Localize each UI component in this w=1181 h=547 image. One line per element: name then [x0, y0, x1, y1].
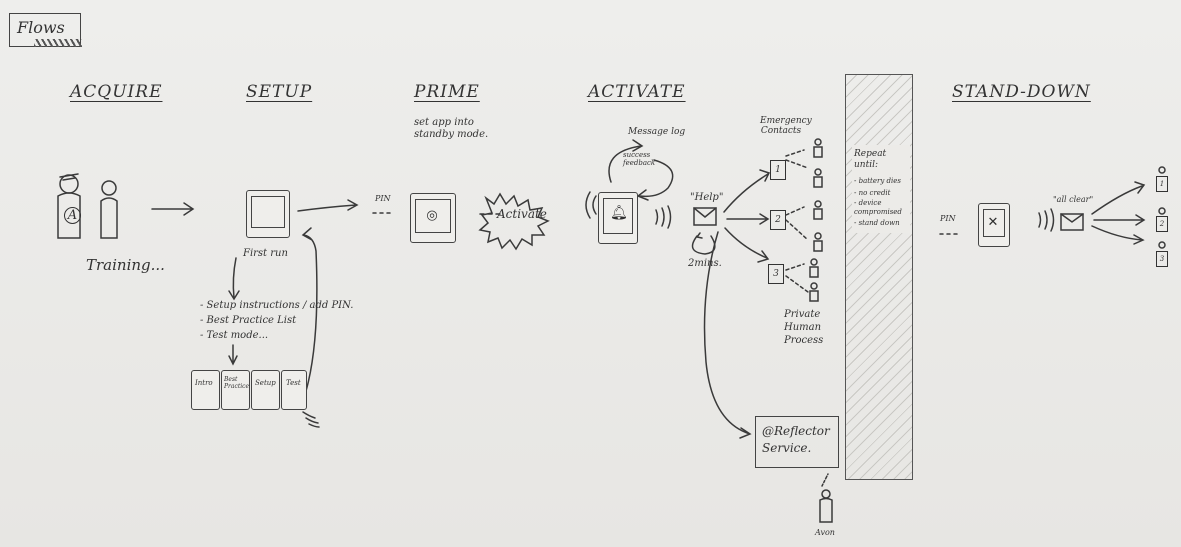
emergency-contacts-label: Emergency Contacts — [760, 116, 812, 136]
setup-list-item-2: - Best Practice List — [200, 315, 297, 326]
message-log-label: Message log — [628, 127, 686, 137]
envelope-icon — [693, 207, 717, 226]
stage-stand-down: STAND-DOWN — [952, 82, 1091, 102]
setup-phone-icon — [246, 190, 290, 238]
repeat-until-item-1: - battery dies — [854, 177, 901, 185]
prime-pin-label: PIN — [375, 194, 391, 203]
contact-1: 1 — [770, 160, 786, 180]
avon-label: Avon — [815, 528, 835, 537]
prime-note: set app into standby mode. — [414, 117, 489, 140]
stand-down-contact-3: 3 — [1156, 251, 1168, 267]
training-label: Training... — [86, 256, 165, 274]
setup-list-item-3: - Test mode... — [200, 330, 269, 341]
acquire-badge: A — [64, 207, 81, 224]
all-clear-quote: "all clear" — [1053, 195, 1094, 204]
repeat-until-item-4: - stand down — [854, 219, 900, 227]
title-hatch — [34, 39, 82, 47]
two-mins-label: 2mins. — [688, 258, 722, 269]
stage-setup: SETUP — [246, 82, 313, 102]
page-title: Flows — [17, 18, 65, 37]
private-human-process-label: Private Human Process — [784, 309, 824, 346]
repeat-until-item-2: - no credit — [854, 189, 891, 197]
stand-down-contact-1: 1 — [1156, 176, 1168, 192]
person-body-icon — [57, 192, 81, 239]
help-quote: "Help" — [690, 192, 724, 203]
repeat-until-band: Repeat until: - battery dies - no credit… — [845, 74, 913, 480]
prime-phone-icon: ◎ — [410, 193, 456, 243]
activate-phone-icon: 🔔︎ — [598, 192, 638, 244]
repeat-until-heading: Repeat until: — [854, 149, 887, 170]
setup-screen-best-practice: Best Practice — [221, 370, 250, 410]
stand-down-phone-icon: ✕ — [978, 203, 1010, 247]
success-feedback-label: success feedback — [623, 151, 656, 167]
reflector-service-label: @Reflector Service. — [762, 424, 830, 455]
standby-icon: ◎ — [426, 208, 438, 223]
stage-activate: ACTIVATE — [588, 82, 686, 102]
reflector-service-box: @Reflector Service. — [755, 416, 839, 468]
cancel-x-icon: ✕ — [987, 215, 999, 230]
stage-prime: PRIME — [414, 82, 480, 102]
contact-2: 2 — [770, 210, 786, 230]
setup-screen-intro: Intro — [191, 370, 220, 410]
contact-3: 3 — [768, 264, 784, 284]
first-run-label: First run — [243, 248, 288, 259]
repeat-until-panel: Repeat until: - battery dies - no credit… — [852, 145, 910, 233]
stage-acquire: ACQUIRE — [70, 82, 163, 102]
activate-burst-shape — [478, 192, 550, 251]
setup-screen-test: Test — [281, 370, 307, 410]
stand-down-contact-2: 2 — [1156, 216, 1168, 232]
stand-down-pin-label: PIN — [940, 214, 956, 223]
activate-burst-label: Activate — [497, 207, 547, 221]
bell-icon: 🔔︎ — [610, 205, 628, 221]
setup-screen-setup: Setup — [251, 370, 280, 410]
setup-list-item-1: - Setup instructions / add PIN. — [200, 300, 354, 311]
repeat-until-item-3: - device compromised — [854, 199, 902, 216]
